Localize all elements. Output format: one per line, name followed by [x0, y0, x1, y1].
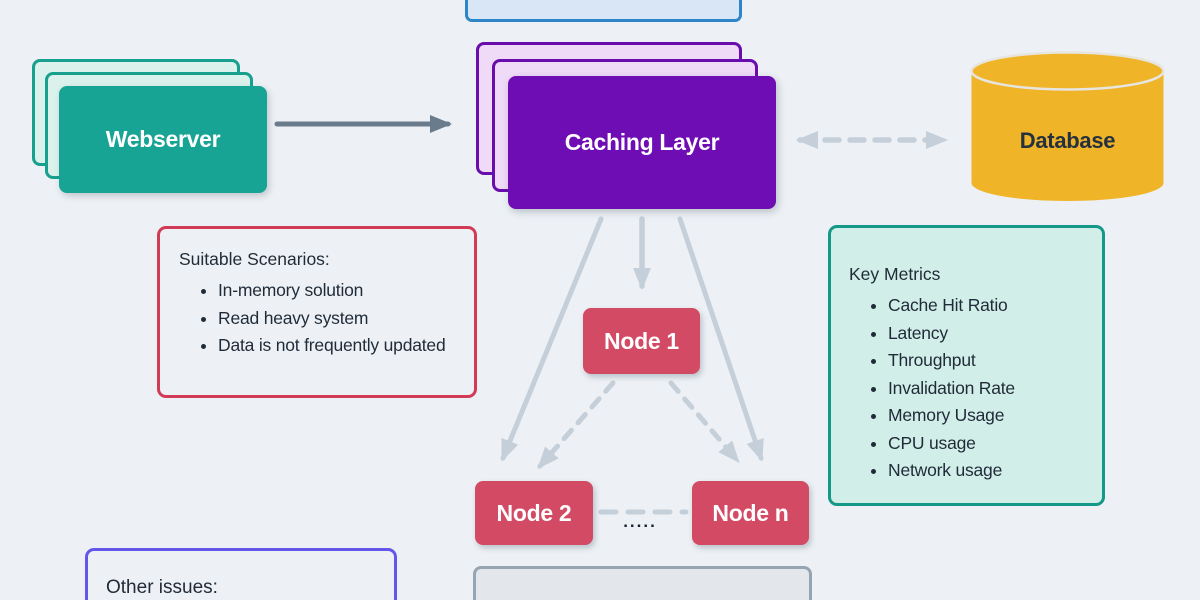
node2-box: Node 2: [475, 481, 593, 545]
key-metrics-panel: Key Metrics Cache Hit RatioLatencyThroug…: [828, 225, 1105, 506]
dashed-arrow-node1-to-noden: [668, 380, 740, 464]
list-item: Throughput: [888, 347, 1094, 375]
noden-label: Node n: [712, 500, 789, 526]
list-item: Memory Usage: [888, 402, 1094, 430]
node2-label: Node 2: [496, 500, 572, 526]
database-node: Database: [969, 50, 1166, 210]
suitable-scenarios-list: In-memory solutionRead heavy systemData …: [179, 277, 464, 360]
list-item: Data is not frequently updated: [218, 332, 464, 360]
webserver-label: Webserver: [105, 126, 221, 152]
database-label: Database: [1019, 128, 1116, 153]
key-metrics-title: Key Metrics: [849, 264, 941, 284]
list-item: Cache Hit Ratio: [888, 292, 1094, 320]
caching-layer-label: Caching Layer: [564, 129, 720, 155]
key-metrics-list: Cache Hit RatioLatencyThroughputInvalida…: [849, 292, 1094, 485]
webserver-node: Webserver: [59, 86, 267, 193]
list-item: Invalidation Rate: [888, 375, 1094, 403]
list-item: Network usage: [888, 457, 1094, 485]
bottom-cropped-box: [473, 566, 812, 600]
dashed-arrow-node1-to-node2: [537, 380, 616, 470]
other-issues-panel: Other issues:: [85, 548, 397, 600]
other-issues-title: Other issues:: [106, 577, 218, 598]
node1-label: Node 1: [604, 328, 679, 354]
list-item: Read heavy system: [218, 305, 464, 333]
suitable-scenarios-panel: Suitable Scenarios: In-memory solutionRe…: [157, 226, 477, 398]
list-item: In-memory solution: [218, 277, 464, 305]
top-cropped-box: [465, 0, 742, 22]
caching-layer-node: Caching Layer: [508, 76, 776, 209]
noden-box: Node n: [692, 481, 809, 545]
list-item: Latency: [888, 320, 1094, 348]
node1-box: Node 1: [583, 308, 700, 374]
nodes-ellipsis-label: .....: [623, 512, 657, 531]
suitable-scenarios-title: Suitable Scenarios:: [179, 249, 330, 269]
list-item: CPU usage: [888, 430, 1094, 458]
database-cylinder-icon: [970, 51, 1165, 201]
